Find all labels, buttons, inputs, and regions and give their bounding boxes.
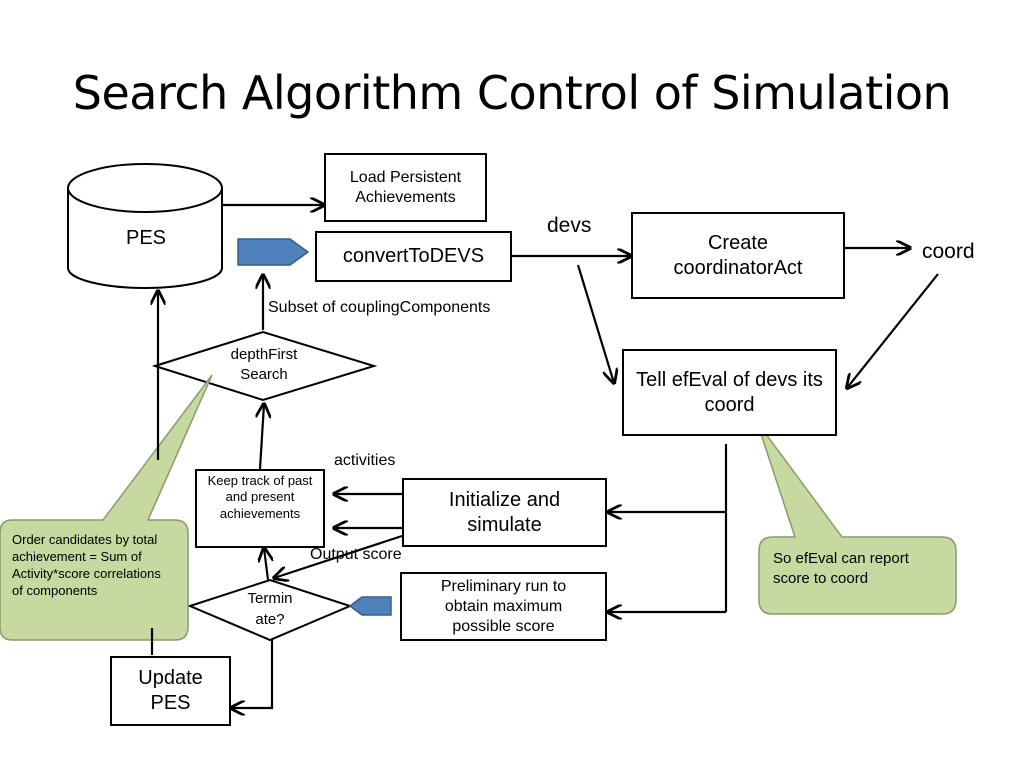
arrow-devs-to-tell <box>576 264 614 383</box>
efeval-callout-text: So efEval can report score to coord <box>773 550 909 587</box>
convert-to-devs-box[interactable]: convertToDEVS <box>315 231 512 282</box>
initialize-simulate-label: Initialize and simulate <box>448 488 561 536</box>
arrow-terminate-to-update <box>231 640 274 708</box>
initialize-simulate-box[interactable]: Initialize and simulate <box>402 478 607 547</box>
dfs-decision-diamond[interactable] <box>151 330 378 402</box>
preliminary-run-box[interactable]: Preliminary run to obtain maximum possib… <box>400 572 607 641</box>
load-achievements-label: Load Persistent Achievements <box>349 168 462 206</box>
page-title: Search Algorithm Control of Simulation <box>72 66 952 120</box>
loop-pointer-shape <box>348 596 392 616</box>
order-callout-bubble <box>0 374 213 641</box>
load-achievements-box[interactable]: Load Persistent Achievements <box>324 153 487 222</box>
tell-efeval-box[interactable]: Tell efEval of devs its coord <box>622 349 837 436</box>
arrow-init-output-score <box>274 534 403 578</box>
keep-track-box[interactable]: Keep track of past and present achieveme… <box>195 469 325 548</box>
arrow-terminate-to-keep <box>264 548 268 581</box>
arrow-keep-to-dfs <box>260 404 264 470</box>
terminate-label: Termin ate? <box>247 590 293 628</box>
order-callout-text: Order candidates by total achievement = … <box>12 532 161 598</box>
create-coordinator-label: Create coordinatorAct <box>673 231 803 279</box>
keep-track-label: Keep track of past and present achieveme… <box>207 473 313 521</box>
start-pointer-shape <box>237 238 310 266</box>
subset-label: Subset of couplingComponents <box>268 299 491 316</box>
convert-to-devs-label: convertToDEVS <box>342 245 485 267</box>
arrow-coord-to-tell <box>847 273 939 388</box>
tell-efeval-label: Tell efEval of devs its coord <box>636 368 823 416</box>
output-score-label: Output score <box>310 546 402 563</box>
update-pes-label: Update PES <box>138 667 203 714</box>
create-coordinator-box[interactable]: Create coordinatorAct <box>631 212 845 299</box>
pes-label: PES <box>126 227 167 249</box>
pes-database-cylinder[interactable] <box>67 163 223 289</box>
efeval-callout-bubble <box>756 421 957 615</box>
activities-label: activities <box>334 452 396 469</box>
preliminary-run-label: Preliminary run to obtain maximum possib… <box>440 577 567 635</box>
dfs-label: depthFirst Search <box>230 346 298 383</box>
update-pes-box[interactable]: Update PES <box>110 656 231 726</box>
coord-label: coord <box>922 240 975 263</box>
devs-label: devs <box>547 214 592 237</box>
